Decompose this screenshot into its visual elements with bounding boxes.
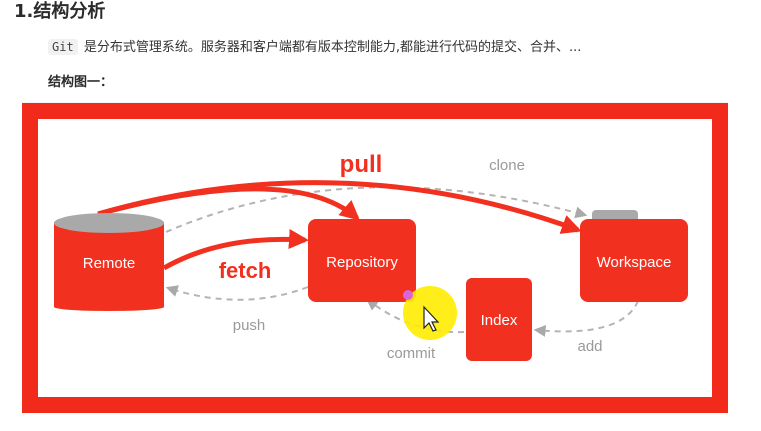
diagram-canvas: Remote Repository Workspace Index pull f… [22,103,728,413]
repository-label: Repository [326,254,398,271]
pointer-cursor-icon [403,286,457,340]
repository-node: Repository [308,219,416,302]
git-structure-diagram: Remote Repository Workspace Index pull f… [22,102,728,413]
intro-paragraph: Git 是分布式管理系统。服务器和客户端都有版本控制能力,都能进行代码的提交、合… [48,36,581,59]
add-label: add [577,338,602,355]
pull-label: pull [340,151,383,178]
index-node: Index [466,278,532,361]
workspace-node: Workspace [580,210,688,302]
remote-node: Remote [54,213,164,311]
push-label: push [233,317,266,334]
commit-label: commit [387,345,436,362]
clone-edge [165,186,588,233]
inline-code: Git [48,39,78,55]
intro-text: 是分布式管理系统。服务器和客户端都有版本控制能力,都能进行代码的提交、合并、..… [83,40,582,55]
index-label: Index [481,312,518,329]
fetch-label: fetch [219,258,272,283]
fetch-edge [162,229,309,271]
push-edge [165,285,309,301]
diagram-caption: 结构图一： [48,75,114,90]
next-heading-fragment [48,424,108,431]
commit-edge [366,298,465,334]
pull-to-repository-edge [97,186,361,221]
clone-label: clone [489,157,525,174]
workspace-label: Workspace [597,254,672,271]
remote-label: Remote [83,255,136,272]
section-title: 1.结构分析 [14,1,106,22]
